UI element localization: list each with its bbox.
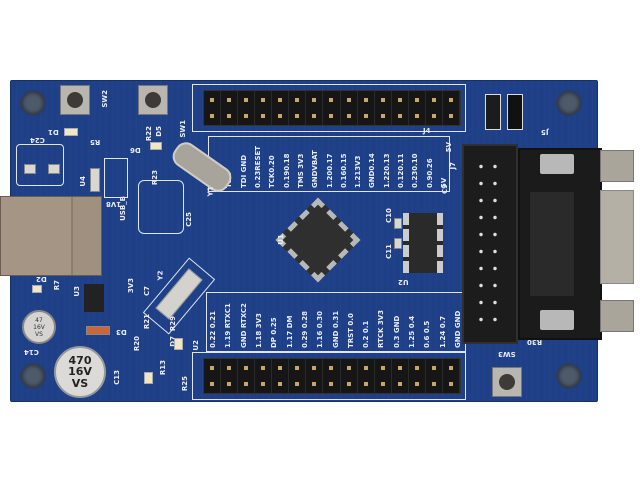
capacitor-c13: 470 16V VS xyxy=(54,346,106,398)
label-1v8: 1V8 xyxy=(106,200,122,208)
label-d6: D6 xyxy=(130,146,141,154)
label-r5: R5 xyxy=(90,138,101,146)
screw-lock-bottom xyxy=(540,310,574,330)
label-j4: J4 xyxy=(423,127,431,135)
push-button-sw3[interactable] xyxy=(492,367,522,397)
label-r23-r24: R23 xyxy=(151,170,159,186)
bottom-header-outline xyxy=(192,352,466,400)
ic-u2 xyxy=(403,213,443,273)
label-sw1: SW1 xyxy=(179,120,187,138)
push-button-sw2[interactable] xyxy=(60,85,90,115)
label-r7: R7 xyxy=(53,280,61,291)
led-d7 xyxy=(174,338,183,350)
label-d2: D2 xyxy=(36,275,47,283)
label-u4: U4 xyxy=(79,176,87,187)
db9-body xyxy=(530,192,574,296)
pad-c24-a xyxy=(24,164,36,174)
label-c14: C14 xyxy=(24,348,39,356)
push-button-sw1[interactable] xyxy=(138,85,168,115)
label-j5: J5 xyxy=(541,128,549,136)
label-c10: C10 xyxy=(384,208,393,223)
pad-c24-b xyxy=(48,164,60,174)
capacitor-c10 xyxy=(394,218,402,229)
label-r22: R22 xyxy=(145,126,153,142)
label-c13: C13 xyxy=(113,370,121,385)
pcb-board: SW2 SW1 SW3 VREF TDO TDI GND 0.23RESET T… xyxy=(0,80,634,402)
label-c7: C7 xyxy=(143,286,151,297)
label-c25: C25 xyxy=(185,212,193,227)
capacitor-c11 xyxy=(394,238,402,249)
capacitor-c25-outline xyxy=(138,180,184,234)
led-d2 xyxy=(32,285,42,293)
label-c24: C24 xyxy=(30,136,45,144)
label-j7: J7 xyxy=(449,162,457,170)
capacitor-c24-outline xyxy=(16,144,64,186)
label-d1: D1 xyxy=(48,128,59,136)
label-u1: U1 xyxy=(276,234,285,245)
label-r21: R21 xyxy=(143,314,151,330)
label-c9: C9 xyxy=(441,184,449,195)
label-sw2: SW2 xyxy=(101,90,109,108)
screw-lock-top xyxy=(540,154,574,174)
jtag-header-j7[interactable] xyxy=(462,144,518,344)
mcu-u1 xyxy=(275,197,361,283)
db9-connector-j5[interactable] xyxy=(518,148,602,340)
jtag-pins xyxy=(474,158,502,328)
label-y1: Y1 xyxy=(206,186,215,197)
label-sw3: SW3 xyxy=(498,350,516,358)
bottom-pin-header[interactable] xyxy=(203,358,461,394)
mounting-hole-top-left xyxy=(20,90,46,116)
label-d5: D5 xyxy=(155,126,163,137)
label-r30: R30 xyxy=(527,338,543,346)
diode-d3 xyxy=(86,326,110,335)
mounting-hole-top-right xyxy=(556,90,582,116)
jumper-1[interactable] xyxy=(485,94,501,130)
label-5v-a: 5V xyxy=(445,142,453,153)
label-r29: R29 xyxy=(169,316,177,332)
regulator-u4-tab xyxy=(90,168,100,192)
label-c11: C11 xyxy=(384,244,393,259)
label-y2: Y2 xyxy=(156,270,165,281)
db9-standoff-bottom xyxy=(600,300,634,332)
db9-shell xyxy=(600,190,634,284)
led-d5 xyxy=(150,142,162,150)
usb-b-connector[interactable] xyxy=(0,196,102,276)
mounting-hole-bottom-right xyxy=(556,363,582,389)
label-r20: R20 xyxy=(133,336,141,352)
label-u2: U2 xyxy=(398,278,409,286)
top-header-outline xyxy=(192,84,466,132)
regulator-u4-outline xyxy=(104,158,128,198)
capacitor-c14: 47 16V VS xyxy=(22,310,56,344)
top-pin-header[interactable] xyxy=(203,90,461,126)
bottom-header-label-row: 0.22 0.21 1.19 RTXC1 GND RTXC2 1.18 3V3 … xyxy=(209,303,462,348)
led-d1 xyxy=(64,128,78,136)
db9-standoff-top xyxy=(600,150,634,182)
label-r25: R25 xyxy=(181,376,189,392)
jumper-2[interactable] xyxy=(507,94,523,130)
label-j2: U2 xyxy=(192,340,200,351)
mounting-hole-bottom-left xyxy=(20,363,46,389)
led-d4 xyxy=(144,372,153,384)
label-d3: D3 xyxy=(116,328,127,336)
top-header-label-row: VREF TDO TDI GND 0.23RESET TCK0.20 0.190… xyxy=(211,145,448,188)
regulator-u3 xyxy=(84,284,104,312)
label-u3: U3 xyxy=(73,286,81,297)
label-3v3: 3V3 xyxy=(127,278,135,294)
label-r13: R13 xyxy=(159,360,167,376)
